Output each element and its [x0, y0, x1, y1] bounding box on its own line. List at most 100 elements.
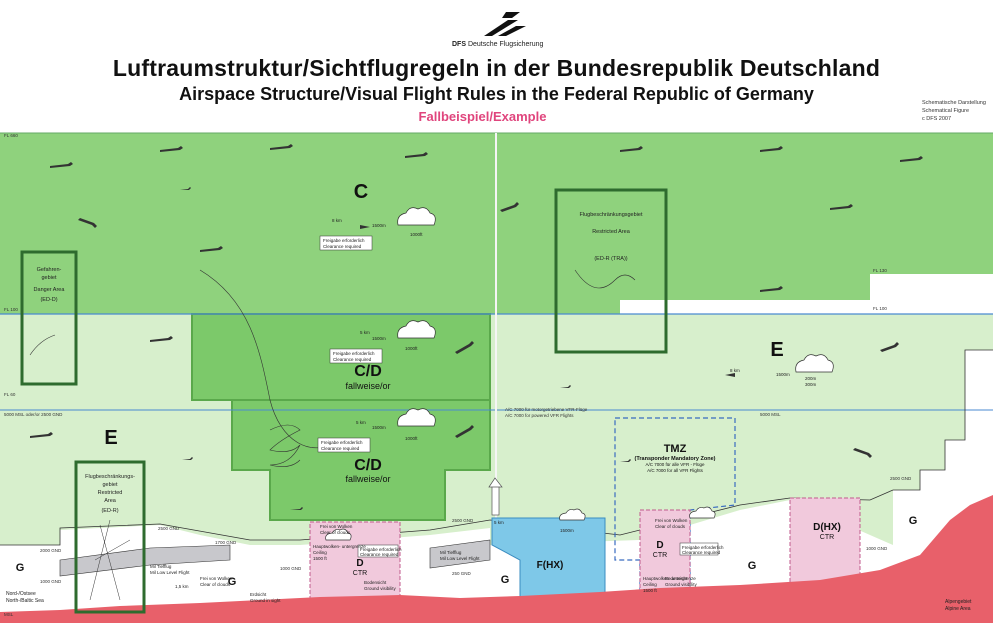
clear-de-ctr: Frei von Wolken — [320, 524, 353, 529]
schema-en: Schematical Figure — [922, 108, 970, 114]
clearance-box-cd2 — [317, 437, 371, 453]
clearance-de-cd2: Freigabe erforderlich — [321, 440, 363, 445]
clear-de-d: Frei von Wolken — [655, 518, 688, 523]
label-class-cd-1: C/D — [354, 363, 382, 380]
tmz-area — [614, 417, 736, 601]
label-tmz-en: A/C 7000 for all VFR Flights — [647, 468, 704, 473]
dist-1500-c: 1500m — [372, 223, 386, 228]
clear-en-d: Clear of clouds — [655, 524, 686, 529]
clearance-de-d: Freigabe erforderlich — [682, 545, 724, 550]
mil-en-1: Mil Low Level Flight — [150, 570, 190, 575]
bodensicht-en-d: Ground visibility — [665, 582, 698, 587]
clearance-en-d: Clearance required — [682, 550, 721, 555]
transponder-en: A/C 7000 for powered VFR Flights — [505, 413, 574, 418]
clear-en-ctr: Clear of clouds — [320, 530, 351, 535]
label-class-g-4: G — [748, 560, 757, 572]
clearance-box-cd1 — [329, 348, 383, 364]
ctr-dhx — [789, 497, 861, 591]
level-2500-a: 2500 GND — [158, 526, 180, 531]
bodensicht-de-d: Bodensicht — [665, 576, 688, 581]
logo-name: Deutsche Flugsicherung — [467, 41, 544, 48]
restricted-de: Flugbeschränkungsgebiet — [580, 212, 643, 218]
mil-en-2: Mil Low Level Flight — [440, 556, 480, 561]
level-msl: MSL — [4, 612, 14, 617]
alps-en: Alpine Area — [945, 606, 971, 612]
vis-8km-e: 8 km — [730, 368, 740, 373]
vis-5km-cd2: 5 km — [356, 420, 366, 425]
example-label: Fallbeispiel/Example — [418, 109, 547, 124]
clear-en-g: Clear of clouds — [200, 582, 231, 587]
dfs-logo-icon — [472, 6, 532, 42]
danger-code: (ED-D) — [40, 297, 57, 303]
level-1000-a: 1000 GND — [40, 579, 62, 584]
restricted2-en-1: Restricted — [98, 490, 123, 496]
danger-de-1: Gefahren- — [37, 267, 62, 273]
clearance-en-ctr: Clearance required — [360, 552, 399, 557]
ceiling-de-d: Hauptwolken- untergrenze — [643, 576, 696, 581]
airspace-cd-lower — [231, 399, 491, 521]
level-1700: 1700 GND — [215, 540, 237, 545]
ground-de-g: Erdsicht — [250, 592, 267, 597]
north-sea-de: Nord-/Ostsee — [6, 591, 36, 597]
dist-1500-fhx: 1500m — [560, 528, 574, 533]
vis-8km-c: 8 km — [332, 218, 342, 223]
ceiling-val-d: 1500 ft — [643, 588, 658, 593]
restricted-tra-box — [554, 188, 668, 354]
alt-1000-cd2: 1000ft — [405, 436, 418, 441]
mil-de-1: Mil Tiefflug — [150, 564, 172, 569]
level-fl130: FL 130 — [873, 268, 887, 273]
north-sea-en: North-/Baltic Sea — [6, 598, 44, 604]
aircraft-icon — [30, 144, 923, 510]
level-250: 250 GND — [452, 571, 472, 576]
label-tmz: TMZ — [664, 443, 687, 455]
clearance-en-cd1: Clearance required — [333, 357, 372, 362]
alps-de: Alpengebiet — [945, 599, 972, 605]
level-fl60: FL 60 — [4, 392, 16, 397]
dist-1500-cd: 1500m — [372, 336, 386, 341]
logo-caption: DFS Deutsche Flugsicherung — [452, 41, 572, 48]
restricted-en: Restricted Area — [592, 229, 631, 235]
alt-1000-c: 1000ft — [410, 232, 423, 237]
ctr-left — [309, 521, 401, 601]
clearance-en-c: Clearance required — [323, 244, 362, 249]
airspace-diagram: FL 660 FL 100 FL 130 FL 100 FL 60 5000 M… — [0, 132, 993, 623]
copyright: c DFS 2007 — [922, 116, 952, 122]
label-tmz-de: A/C 7000 für alle VFR - Flüge — [645, 462, 705, 467]
vis-5km-cd: 5 km — [360, 330, 370, 335]
label-class-c: C — [354, 181, 368, 203]
clearance-de-c: Freigabe erforderlich — [323, 238, 365, 243]
level-fl100-right: FL 100 — [873, 306, 887, 311]
ceiling-en-d: Ceiling — [643, 582, 657, 587]
mil-de-2: Mil Tiefflug — [440, 550, 462, 555]
label-class-cd-2: C/D — [354, 457, 382, 474]
label-tmz-sub: (Transponder Mandatory Zone) — [635, 456, 716, 462]
label-dhx: D(HX) — [813, 522, 841, 533]
terrain — [0, 495, 993, 623]
label-class-e-left: E — [104, 427, 117, 449]
level-fl100: FL 100 — [4, 307, 18, 312]
bodensicht-de: Bodensicht — [364, 580, 387, 585]
restricted2-de-2: gebiet — [103, 482, 118, 488]
label-class-g-5: G — [909, 515, 918, 527]
level-5000-right: 5000 MSL — [760, 412, 781, 417]
transponder-de: A/C 7000 für motorgetriebene VFR-Flüge — [505, 407, 588, 412]
cloud-icon — [325, 207, 834, 541]
vis-5km-fhx: 5 km — [494, 520, 504, 525]
clearance-de-ctr: Freigabe erforderlich — [360, 547, 402, 552]
ceiling-de-ctr: Hauptwolken- untergrenze — [313, 544, 366, 549]
dist-300-e: 300m — [805, 382, 817, 387]
restricted2-code: (ED-R) — [101, 508, 118, 514]
page-title: Luftraumstruktur/Sichtflugregeln in der … — [112, 55, 881, 81]
restricted-code: (ED-R (TRA)) — [594, 256, 627, 262]
clear-de-g: Frei von Wolken — [200, 576, 233, 581]
ceiling-en-ctr: Ceiling — [313, 550, 327, 555]
label-ctr-2: CTR — [653, 552, 667, 559]
dist-1500-e: 1500m — [776, 372, 790, 377]
clearance-box-ctr — [357, 544, 399, 558]
danger-en: Danger Area — [34, 287, 66, 293]
dist-200-e: 200m — [805, 376, 817, 381]
level-fl660: FL 660 — [4, 133, 18, 138]
climb-arrow-icon — [491, 484, 500, 516]
level-5000-left: 5000 MSL oder/or 2500 GND — [4, 412, 63, 417]
dist-1500-cd2: 1500m — [372, 425, 386, 430]
